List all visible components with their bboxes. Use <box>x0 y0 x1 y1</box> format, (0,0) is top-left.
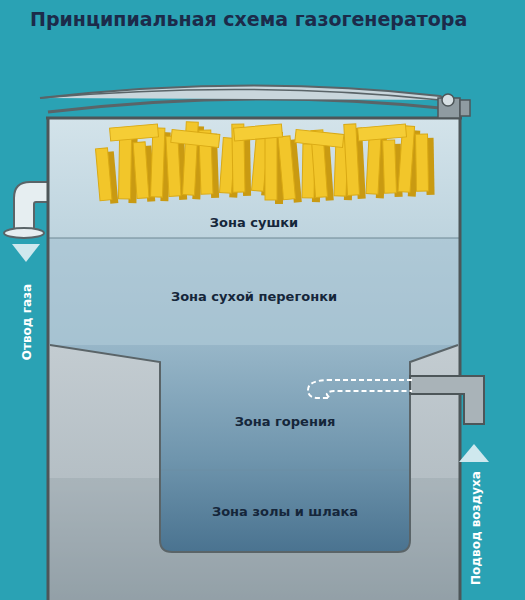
flow-label: Подвод воздуха <box>469 471 483 585</box>
zone-label: Зона горения <box>235 414 336 429</box>
zone-label: Зона золы и шлака <box>212 504 358 519</box>
zone-band: Зона золы и шлака <box>162 472 408 550</box>
zone-label: Зона сухой перегонки <box>171 289 337 304</box>
flow-label: Отвод газа <box>20 284 34 360</box>
diagram-title: Принципиальная схема газогенератора <box>30 8 467 30</box>
zone-band: Зона сушки <box>50 206 458 238</box>
zone-band: Зона горения <box>162 372 408 470</box>
zone-band: Зона сухой перегонки <box>50 240 458 352</box>
zone-label: Зона сушки <box>210 215 298 230</box>
